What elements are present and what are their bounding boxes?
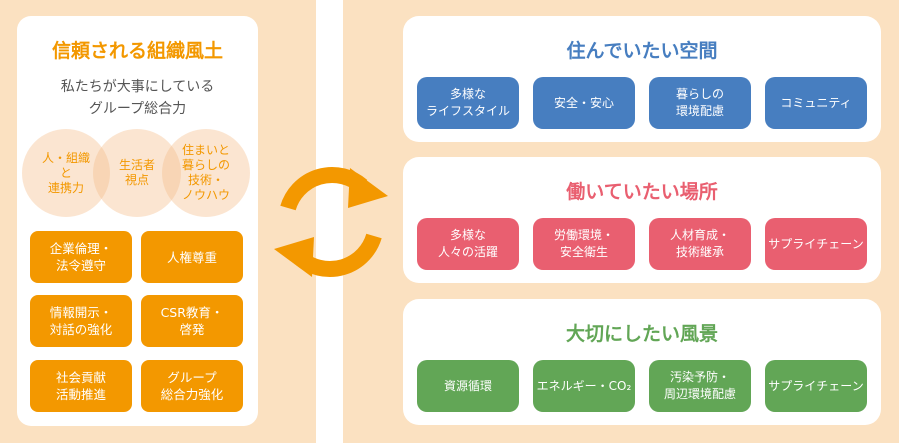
item-resource-cycle[interactable]: 資源循環 (417, 360, 519, 412)
item-supply-chain[interactable]: サプライチェーン (765, 360, 867, 412)
item-human-rights[interactable]: 人権尊重 (141, 231, 243, 283)
circle-label: 生活者 視点 (118, 158, 155, 187)
item-community[interactable]: コミュニティ (765, 77, 867, 129)
item-living-environment[interactable]: 暮らしの 環境配慮 (649, 77, 751, 129)
item-talent-development[interactable]: 人材育成・ 技術継承 (649, 218, 751, 270)
panel-subtitle: 私たちが大事にしているグループ総合力 (17, 76, 258, 120)
circle-label: 人・組織 と 連携力 (41, 150, 90, 195)
circle-people-organization: 人・組織 と 連携力 (22, 129, 110, 217)
item-csr-education[interactable]: CSR教育・ 啓発 (141, 295, 243, 347)
item-disclosure[interactable]: 情報開示・ 対話の強化 (30, 295, 132, 347)
circle-label: 住まいと 暮らしの 技術・ ノウハウ (181, 143, 230, 202)
refresh-cycle-icon (274, 166, 388, 278)
circle-technology-knowhow: 住まいと 暮らしの 技術・ ノウハウ (162, 129, 250, 217)
card-title: 住んでいたい空間 (566, 40, 718, 62)
card-workplace: 働いていたい場所 多様な 人々の活躍 労働環境・ 安全衛生 人材育成・ 技術継承… (403, 157, 881, 283)
card-landscape: 大切にしたい風景 資源循環 エネルギー・CO₂ 汚染予防・ 周辺環境配慮 サプラ… (403, 299, 881, 425)
item-energy-co2[interactable]: エネルギー・CO₂ (533, 360, 635, 412)
circle-consumer-view: 生活者 視点 (93, 129, 181, 217)
item-supply-chain[interactable]: サプライチェーン (765, 218, 867, 270)
card-living-space: 住んでいたい空間 多様な ライフスタイル 安全・安心 暮らしの 環境配慮 コミュ… (403, 16, 881, 142)
organization-culture-panel: 信頼される組織風土 私たちが大事にしているグループ総合力 人・組織 と 連携力 … (17, 16, 258, 426)
item-pollution-prevention[interactable]: 汚染予防・ 周辺環境配慮 (649, 360, 751, 412)
divider-strip (316, 0, 343, 443)
item-diverse-people[interactable]: 多様な 人々の活躍 (417, 218, 519, 270)
item-diverse-lifestyle[interactable]: 多様な ライフスタイル (417, 77, 519, 129)
subtitle-line: グループ総合力 (88, 101, 187, 117)
item-compliance[interactable]: 企業倫理・ 法令遵守 (30, 231, 132, 283)
item-safety[interactable]: 安全・安心 (533, 77, 635, 129)
item-social-contribution[interactable]: 社会貢献 活動推進 (30, 360, 132, 412)
card-title: 大切にしたい風景 (565, 323, 718, 345)
card-title: 働いていたい場所 (566, 181, 718, 203)
item-group-strength[interactable]: グループ 総合力強化 (141, 360, 243, 412)
subtitle-line: 私たちが大事にしている (60, 79, 215, 95)
item-labor-safety[interactable]: 労働環境・ 安全衛生 (533, 218, 635, 270)
panel-title: 信頼される組織風土 (51, 40, 223, 62)
